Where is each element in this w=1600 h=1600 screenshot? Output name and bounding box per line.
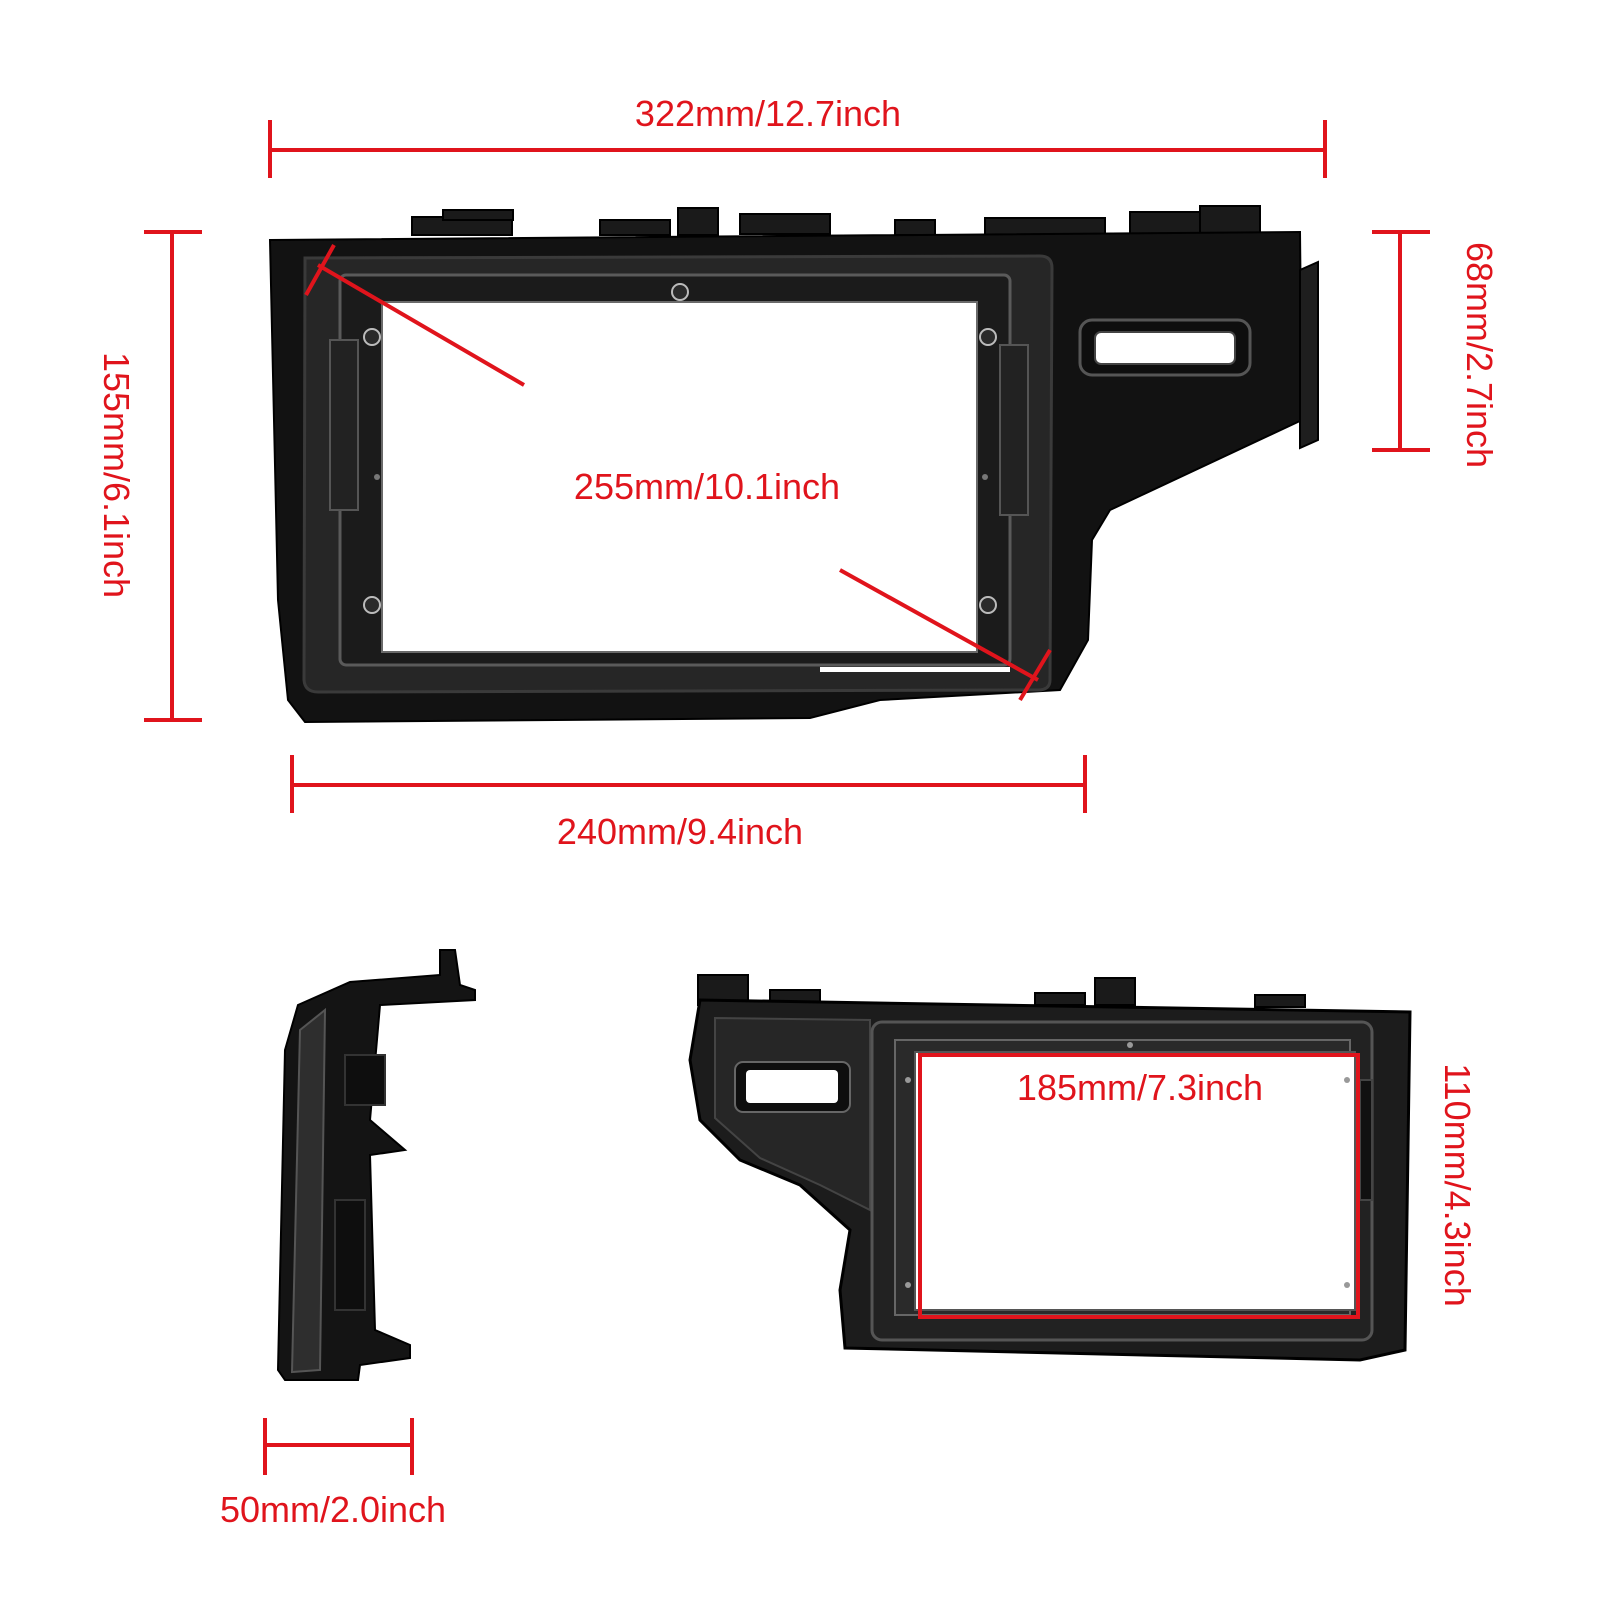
front-view-frame xyxy=(268,205,1319,724)
left-height-label: 155mm/6.1inch xyxy=(96,352,137,598)
top-width-label: 322mm/12.7inch xyxy=(635,93,901,134)
back-view-frame xyxy=(688,974,1412,1362)
side-depth-label: 50mm/2.0inch xyxy=(220,1489,446,1530)
bottom-width-label: 240mm/9.4inch xyxy=(557,811,803,852)
screen-diagonal-label: 255mm/10.1inch xyxy=(574,466,840,507)
side-view-frame xyxy=(276,949,476,1381)
back-opening-width-label: 185mm/7.3inch xyxy=(1017,1067,1263,1108)
dimension-lines xyxy=(144,120,1430,1475)
right-height-label: 68mm/2.7inch xyxy=(1459,242,1500,468)
back-opening-height-label: 110mm/4.3inch xyxy=(1437,1063,1478,1306)
